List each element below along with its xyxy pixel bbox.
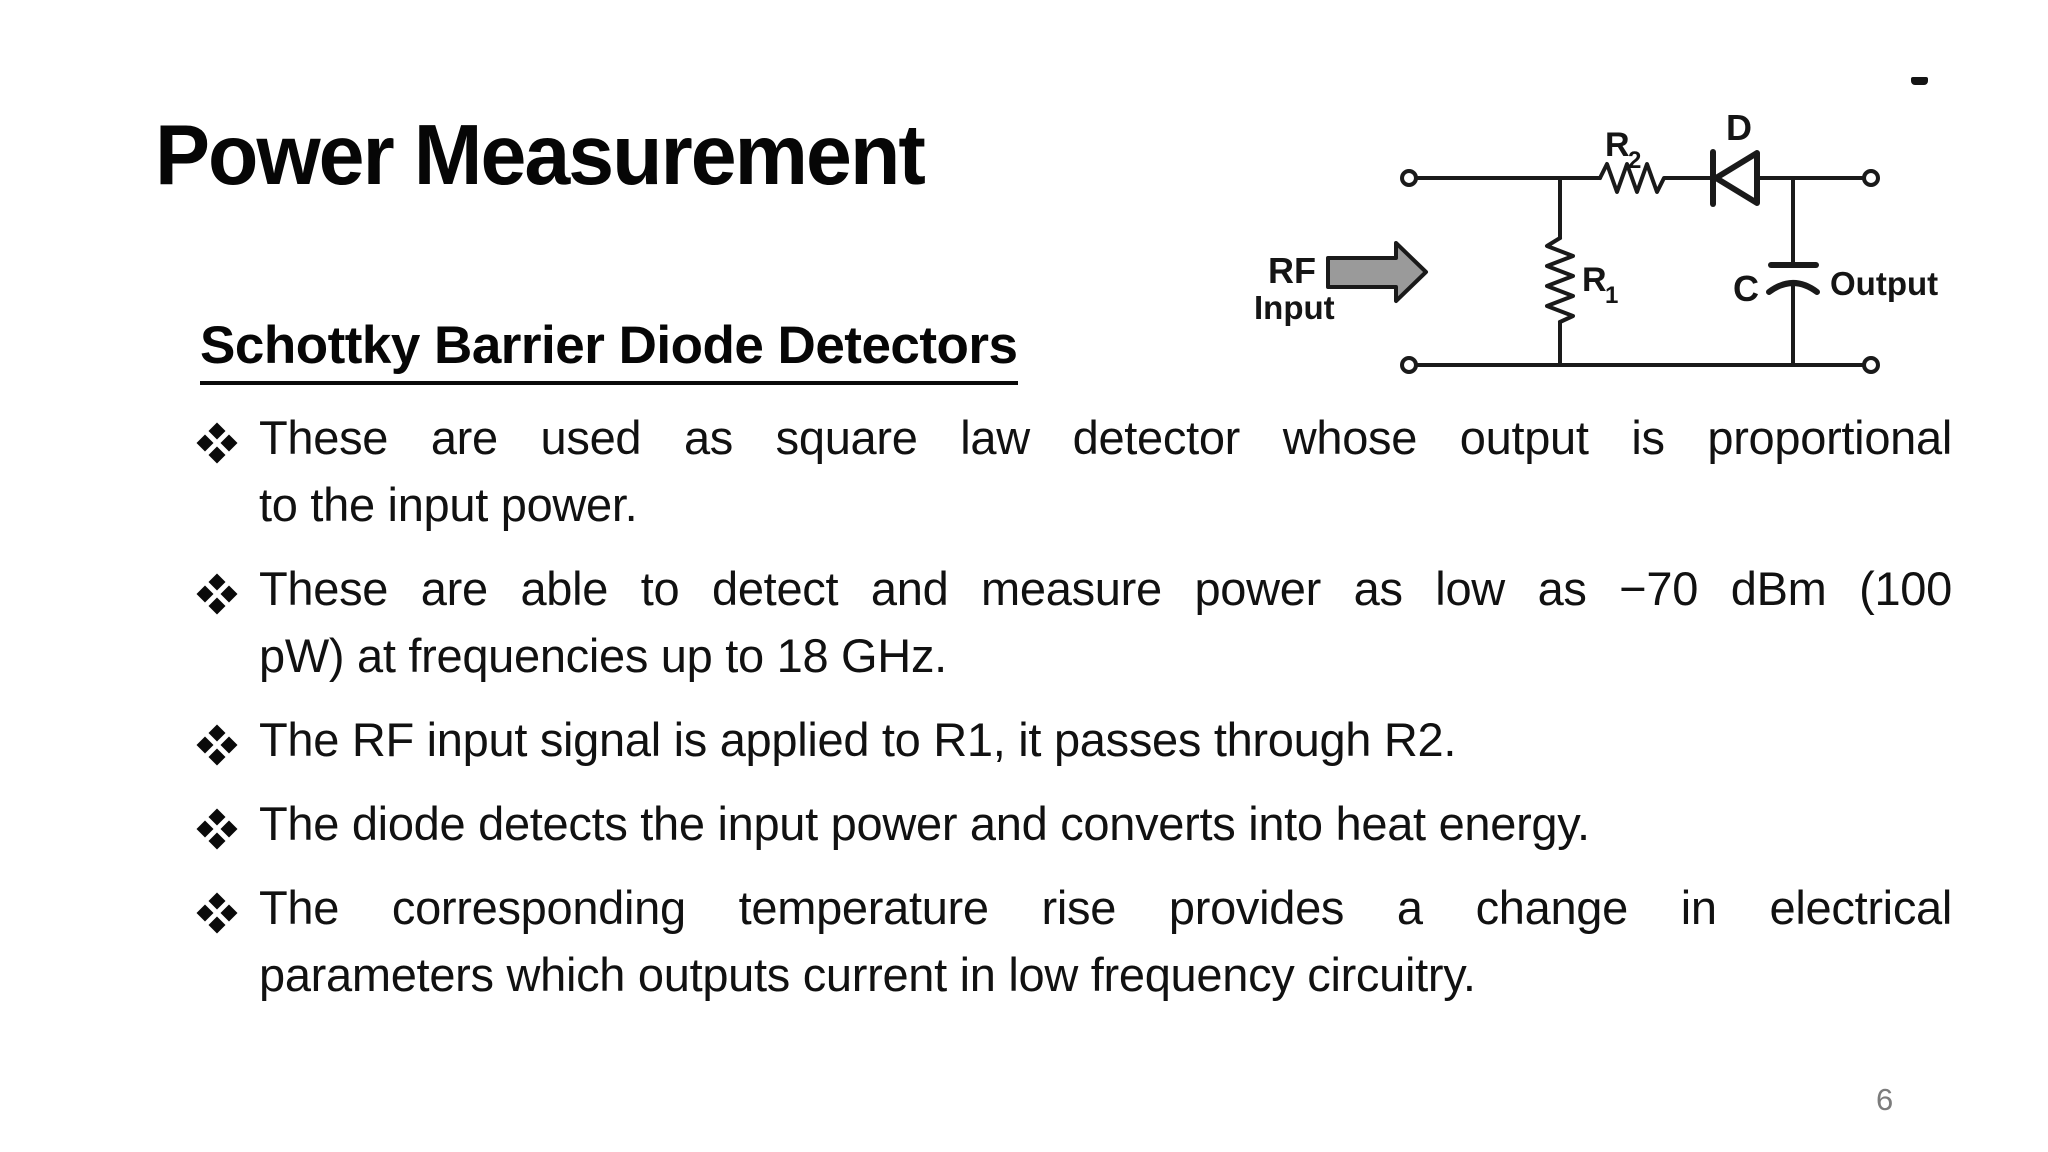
list-item: The RF input signal is applied to R1, it… [196,706,1952,773]
r2-subscript: 2 [1628,147,1641,174]
r1-label: R [1582,261,1607,299]
r1-subscript: 1 [1605,282,1618,309]
cap-label: C [1733,268,1759,309]
diamond-bullet-icon [196,404,259,471]
bullet-text: These are used as square law detector wh… [259,404,1952,538]
r2-label: R [1605,126,1630,164]
resistor-r1 [1545,236,1575,324]
list-item: These are used as square law detector wh… [196,404,1952,538]
diamond-bullet-icon [196,790,259,857]
resistor-r2 [1598,162,1670,194]
output-label: Output [1830,265,1938,302]
bullet-text: These are able to detect and measure pow… [259,555,1952,689]
stray-mark [1911,77,1928,85]
bullet-text-line: These are used as square law detector wh… [259,411,1952,464]
rf-input-arrow-icon [1326,241,1428,303]
bullet-text: The diode detects the input power and co… [259,790,1952,857]
bullet-text-line: The diode detects the input power and co… [259,797,1590,850]
rf-label: RF [1268,250,1316,291]
diamond-bullet-icon [196,706,259,773]
bullet-text-line: The corresponding temperature rise provi… [259,881,1952,934]
bullet-text-line: These are able to detect and measure pow… [259,562,1952,615]
terminal-bottom-right [1862,356,1880,374]
circuit-diagram: RF Input R 2 D R 1 C Output [1254,107,1938,374]
diamond-bullet-icon [196,555,259,622]
diamond-bullet-icon [196,874,259,941]
input-label: Input [1254,289,1335,326]
list-item: The corresponding temperature rise provi… [196,874,1952,1008]
bullet-text: The corresponding temperature rise provi… [259,874,1952,1008]
list-item: The diode detects the input power and co… [196,790,1952,857]
page-title: Power Measurement [155,108,926,203]
section-heading: Schottky Barrier Diode Detectors [200,312,1018,385]
diode-label: D [1726,107,1752,148]
bullet-text-line: The RF input signal is applied to R1, it… [259,713,1457,766]
bullet-text-line: parameters which outputs current in low … [259,948,1476,1001]
bullet-text-line: to the input power. [259,478,638,531]
page-number: 6 [1876,1082,1894,1117]
bullet-list: These are used as square law detector wh… [196,404,1952,1025]
bullet-text-line: pW) at frequencies up to 18 GHz. [259,629,947,682]
bullet-text: The RF input signal is applied to R1, it… [259,706,1952,773]
list-item: These are able to detect and measure pow… [196,555,1952,689]
terminal-top-right [1862,169,1880,187]
terminal-bottom-left [1400,356,1418,374]
diode-triangle [1713,150,1760,206]
terminal-top-left [1400,169,1418,187]
